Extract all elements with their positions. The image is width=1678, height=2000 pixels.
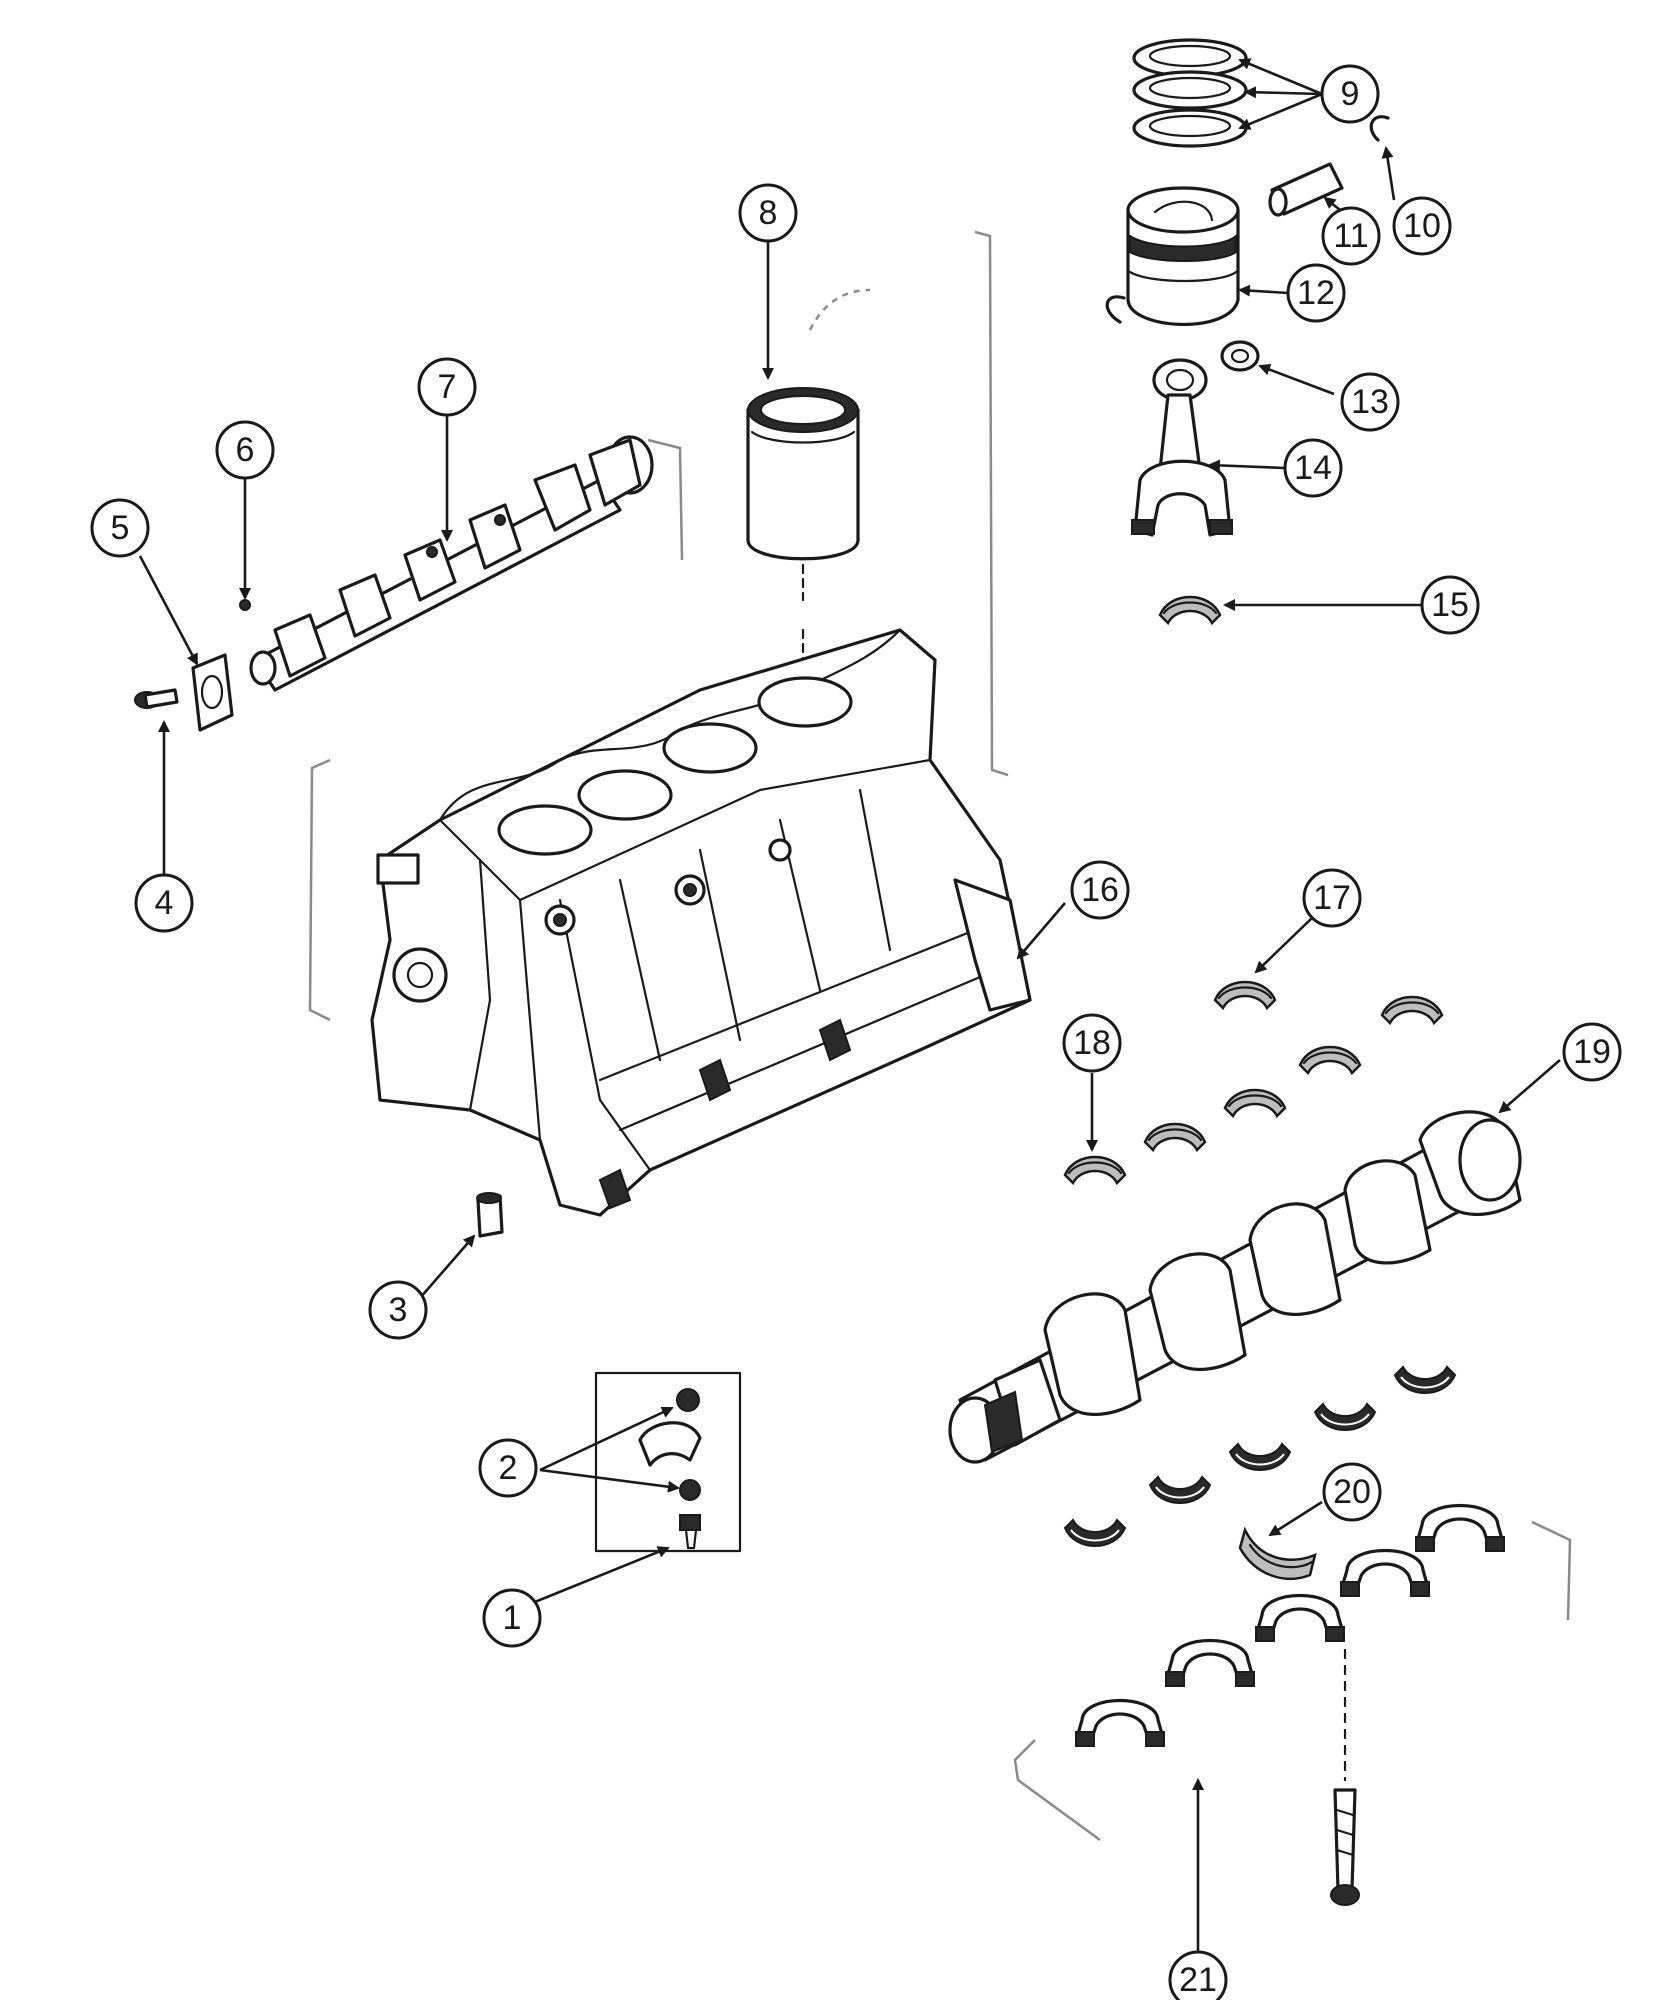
- callout-label: 11: [1333, 217, 1368, 255]
- callout-8: 8: [738, 183, 798, 243]
- piston-retaining-clip: [1105, 295, 1126, 324]
- callout-12: 12: [1286, 263, 1346, 323]
- callout-15: 15: [1420, 575, 1480, 635]
- block-plug: [476, 1192, 504, 1238]
- cap-bracket: [1013, 1739, 1101, 1842]
- bore-2: [577, 769, 673, 821]
- callout-label: 5: [111, 509, 130, 547]
- piston-pin-clip: [1369, 115, 1390, 142]
- callout-label: 15: [1431, 586, 1469, 624]
- callout-label: 1: [503, 1599, 522, 1637]
- bore-1: [497, 804, 593, 856]
- crankshaft: [948, 1110, 1522, 1464]
- main-cap-bolt: [1330, 1648, 1360, 1906]
- callout-label: 20: [1333, 1473, 1371, 1511]
- callout-label: 17: [1313, 879, 1351, 917]
- piston-rings: [1132, 38, 1248, 148]
- small-end-bush: [1220, 340, 1260, 372]
- callout-17: 17: [1302, 868, 1362, 928]
- callout-13: 13: [1340, 372, 1400, 432]
- callout-label: 9: [1341, 75, 1360, 113]
- callout-6: 6: [215, 420, 275, 480]
- callout-4: 4: [134, 873, 194, 933]
- callout-label: 19: [1573, 1033, 1611, 1071]
- callout-20: 20: [1322, 1462, 1382, 1522]
- upper-main-bearings: [1063, 980, 1444, 1185]
- callout-2: 2: [478, 1438, 538, 1498]
- piston: [1126, 186, 1240, 326]
- callout-label: 16: [1081, 871, 1119, 909]
- thrust-plate: [191, 653, 234, 732]
- callout-9: 9: [1320, 64, 1380, 124]
- drain-cock-group: [594, 1371, 742, 1553]
- thrust-plate-bolt: [134, 688, 179, 709]
- block-bracket: [308, 758, 331, 1022]
- callout-10: 10: [1392, 196, 1452, 256]
- callout-label: 6: [236, 431, 255, 469]
- callout-label: 10: [1403, 207, 1441, 245]
- camshaft-pin: [239, 599, 251, 611]
- callout-7: 7: [417, 357, 477, 417]
- thrust-bearing: [1238, 1526, 1317, 1580]
- callout-label: 4: [155, 884, 174, 922]
- cylinder-block: [370, 628, 1032, 1217]
- bore-3: [662, 722, 758, 774]
- callout-11: 11: [1321, 206, 1381, 266]
- camshaft: [249, 435, 654, 692]
- callout-5: 5: [90, 498, 150, 558]
- callout-label: 21: [1179, 1961, 1217, 1999]
- leader-lines: [138, 58, 1561, 1952]
- callout-label: 13: [1351, 383, 1389, 421]
- callout-18: 18: [1062, 1013, 1122, 1073]
- callout-3: 3: [368, 1280, 428, 1340]
- callout-label: 8: [759, 194, 778, 232]
- callout-label: 14: [1294, 449, 1332, 487]
- parts-drawing: [134, 38, 1572, 1906]
- callout-1: 1: [482, 1588, 542, 1648]
- callout-label: 12: [1297, 274, 1335, 312]
- main-bearing-caps: [1074, 1503, 1506, 1748]
- callout-14: 14: [1283, 438, 1343, 498]
- cylinder-liner: [746, 387, 860, 670]
- callout-label: 18: [1073, 1024, 1111, 1062]
- connecting-rod: [1131, 358, 1233, 537]
- callout-label: 7: [438, 368, 457, 406]
- callout-label: 3: [389, 1291, 408, 1329]
- callout-19: 19: [1562, 1022, 1622, 1082]
- rod-bearing: [1158, 595, 1222, 625]
- callout-21: 21: [1168, 1950, 1228, 2000]
- piston-pin: [1268, 162, 1344, 217]
- liner-bracket: [974, 230, 1009, 777]
- callout-label: 2: [499, 1449, 518, 1487]
- bore-4: [757, 676, 853, 728]
- callout-16: 16: [1070, 860, 1130, 920]
